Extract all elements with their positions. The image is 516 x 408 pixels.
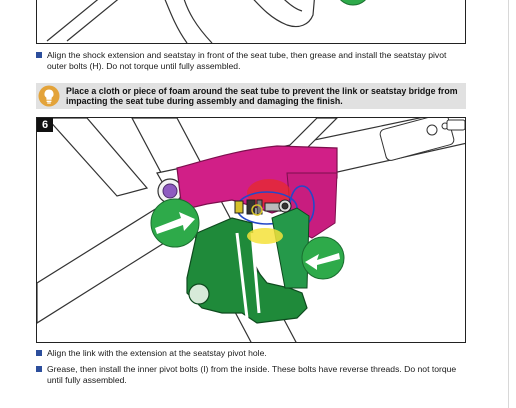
instruction-text: Grease, then install the inner pivot bol…: [47, 364, 457, 385]
assembly-drawing: [37, 118, 465, 342]
square-bullet: [36, 366, 42, 372]
page-edge: [508, 0, 509, 408]
green-arrow-icon: [301, 236, 345, 280]
pivot-bolts: [234, 199, 292, 215]
square-bullet: [36, 350, 42, 356]
previous-step-drawing: [46, 0, 366, 43]
tip-text: Place a cloth or piece of foam around th…: [66, 86, 458, 106]
tip-box: Place a cloth or piece of foam around th…: [36, 83, 466, 109]
lightbulb-icon: [38, 85, 60, 107]
shock-body: [379, 118, 465, 161]
green-arrow-icon: [150, 198, 200, 248]
step-number-badge: 6: [37, 118, 53, 132]
instruction-text: Align the shock extension and seatstay i…: [47, 50, 447, 71]
pivot-bolt: [162, 183, 178, 199]
step-6-illustration: 6: [36, 117, 466, 343]
square-bullet: [36, 52, 42, 58]
link-pivot: [188, 283, 210, 305]
link-arm: [271, 207, 310, 289]
green-arrow-icon: [340, 0, 366, 6]
link-highlight: [235, 232, 261, 319]
previous-step-illustration: [36, 0, 466, 44]
washer: [251, 204, 263, 216]
grease-highlight: [247, 228, 283, 244]
instruction-text: Align the link with the extension at the…: [47, 348, 267, 358]
